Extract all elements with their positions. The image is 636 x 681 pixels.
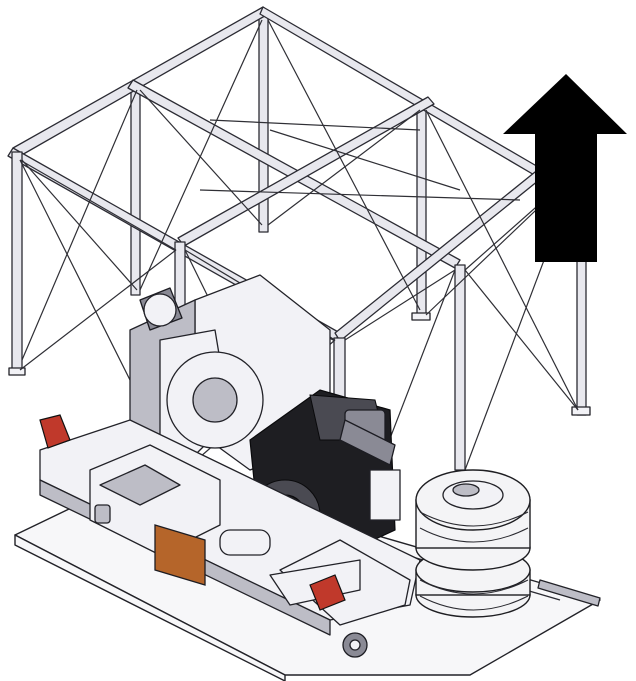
right-tail-light — [309, 574, 346, 611]
license-plate — [154, 524, 206, 586]
trailer-bumper — [39, 414, 421, 658]
left-tail-light — [39, 414, 71, 449]
up-arrow-shape — [503, 74, 627, 262]
roof-frame — [7, 6, 591, 561]
up-arrow-icon — [503, 74, 627, 262]
spare-tires — [415, 469, 531, 618]
